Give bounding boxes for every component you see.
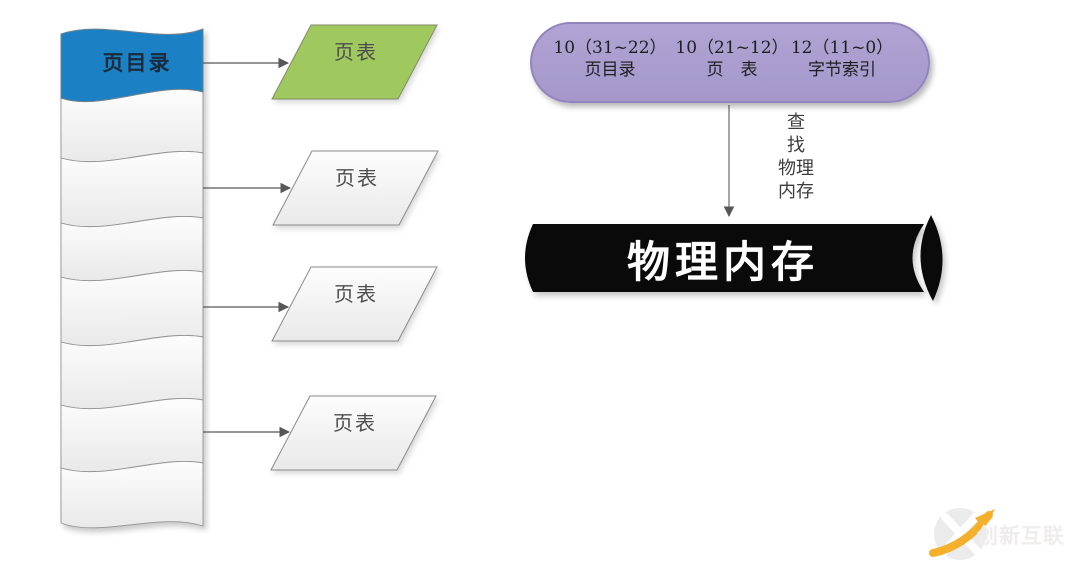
page-table-label: 页表 xyxy=(334,40,378,64)
address-field: 12（11~0） 字节索引 xyxy=(772,37,912,81)
address-field-label: 字节索引 xyxy=(808,60,876,80)
page-table-label: 页表 xyxy=(334,282,378,306)
lookup-annotation: 查 找 物理 内存 xyxy=(770,111,822,203)
page-table-shape xyxy=(272,150,439,226)
column-segment xyxy=(60,151,204,228)
address-field-label: 页目录 xyxy=(584,60,636,80)
column-segment xyxy=(60,335,204,410)
physical-memory-body xyxy=(525,224,924,292)
linear-address-capsule: 10（31~22） 页目录 10（21~12） 页 表 12（11~0） 字节索… xyxy=(530,22,930,103)
lookup-annotation-line: 查 xyxy=(787,112,805,133)
column-segment xyxy=(60,461,204,529)
address-field-bits: 12（11~0） xyxy=(790,38,894,58)
watermark-text: 创新互联 xyxy=(977,524,1065,548)
address-field-bits: 10（21~12） xyxy=(675,38,789,58)
lookup-annotation-line: 找 xyxy=(787,135,805,156)
address-field-label: 页 表 xyxy=(706,60,758,80)
address-field-bits: 10（31~22） xyxy=(553,38,667,58)
lookup-annotation-line: 物理 xyxy=(778,158,814,179)
physical-memory-banner xyxy=(525,215,943,301)
watermark-logo-icon xyxy=(929,508,995,560)
column-segment xyxy=(60,270,204,347)
page-table-label: 页表 xyxy=(333,411,377,435)
column-segment xyxy=(60,398,204,473)
page-table-shape xyxy=(271,266,438,342)
physical-memory-label: 物理内存 xyxy=(627,238,819,288)
page-table-label: 页表 xyxy=(335,166,379,190)
page-table-shape xyxy=(271,24,438,100)
address-field: 10（21~12） 页 表 xyxy=(672,37,792,81)
page-directory-flag xyxy=(60,28,204,103)
banner-curl xyxy=(920,215,943,301)
page-table-shape xyxy=(270,395,437,471)
page-directory-column xyxy=(60,28,204,529)
address-field: 10（31~22） 页目录 xyxy=(540,37,680,81)
lookup-annotation-line: 内存 xyxy=(778,181,814,202)
page-directory-label: 页目录 xyxy=(102,50,172,75)
